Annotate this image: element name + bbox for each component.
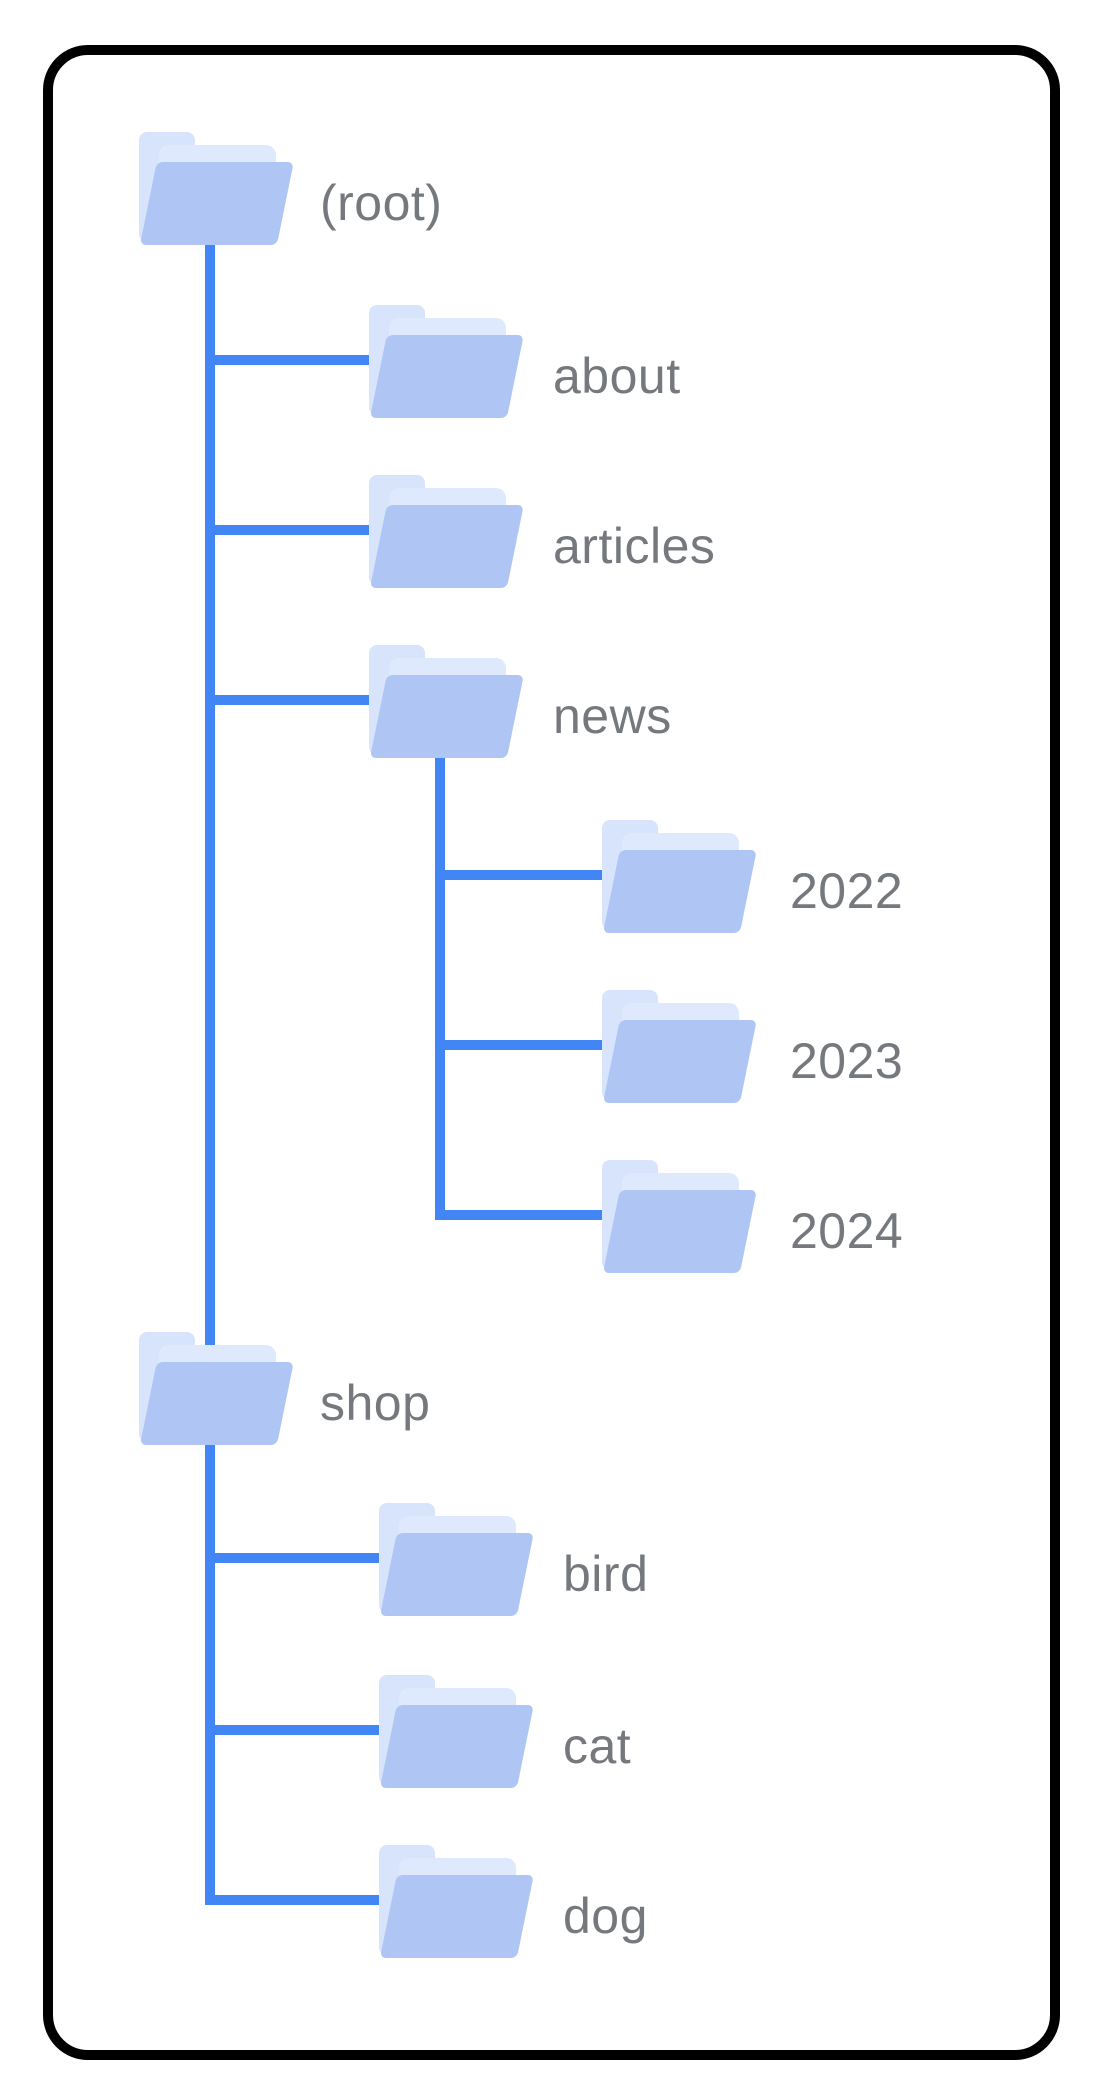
tree-label-articles: articles xyxy=(553,518,716,574)
tree-connector-branch-articles xyxy=(205,525,370,535)
folder-front xyxy=(371,335,523,418)
folder-front xyxy=(371,505,523,588)
tree-connector-branch-about xyxy=(205,355,370,365)
folder-front xyxy=(141,1362,293,1445)
tree-connector-branch-cat xyxy=(205,1725,380,1735)
folder-icon-2022 xyxy=(602,820,756,933)
tree-connector-branch-2024 xyxy=(435,1210,603,1220)
folder-front xyxy=(141,162,293,245)
folder-icon-about xyxy=(369,305,523,418)
tree-label-dog: dog xyxy=(563,1888,648,1944)
tree-label-shop: shop xyxy=(320,1375,431,1431)
tree-label-2024: 2024 xyxy=(790,1203,904,1259)
tree-label-2023: 2023 xyxy=(790,1033,904,1089)
tree-label-2022: 2022 xyxy=(790,863,904,919)
folder-icon-news xyxy=(369,645,523,758)
folder-icon-2023 xyxy=(602,990,756,1103)
tree-connector-branch-2022 xyxy=(435,870,603,880)
tree-connector-branch-news xyxy=(205,695,370,705)
tree-connector-branch-2023 xyxy=(435,1040,603,1050)
tree-label-cat: cat xyxy=(563,1718,632,1774)
folder-front xyxy=(604,1020,756,1103)
folder-front xyxy=(381,1533,533,1616)
folder-front xyxy=(604,1190,756,1273)
folder-icon-root xyxy=(139,132,293,245)
tree-label-about: about xyxy=(553,348,681,404)
tree-connector-trunk-main xyxy=(205,245,215,1905)
tree-connector-branch-dog xyxy=(205,1895,380,1905)
folder-front xyxy=(381,1875,533,1958)
folder-icon-dog xyxy=(379,1845,533,1958)
folder-front xyxy=(604,850,756,933)
folder-front xyxy=(381,1705,533,1788)
tree-label-bird: bird xyxy=(563,1546,649,1602)
folder-icon-2024 xyxy=(602,1160,756,1273)
tree-label-news: news xyxy=(553,688,672,744)
folder-icon-shop xyxy=(139,1332,293,1445)
diagram-card-border xyxy=(43,45,1060,2060)
tree-label-root: (root) xyxy=(320,175,443,231)
tree-connector-trunk-news xyxy=(435,758,445,1220)
folder-icon-articles xyxy=(369,475,523,588)
folder-icon-cat xyxy=(379,1675,533,1788)
folder-front xyxy=(371,675,523,758)
folder-icon-bird xyxy=(379,1503,533,1616)
tree-connector-branch-bird xyxy=(205,1553,380,1563)
